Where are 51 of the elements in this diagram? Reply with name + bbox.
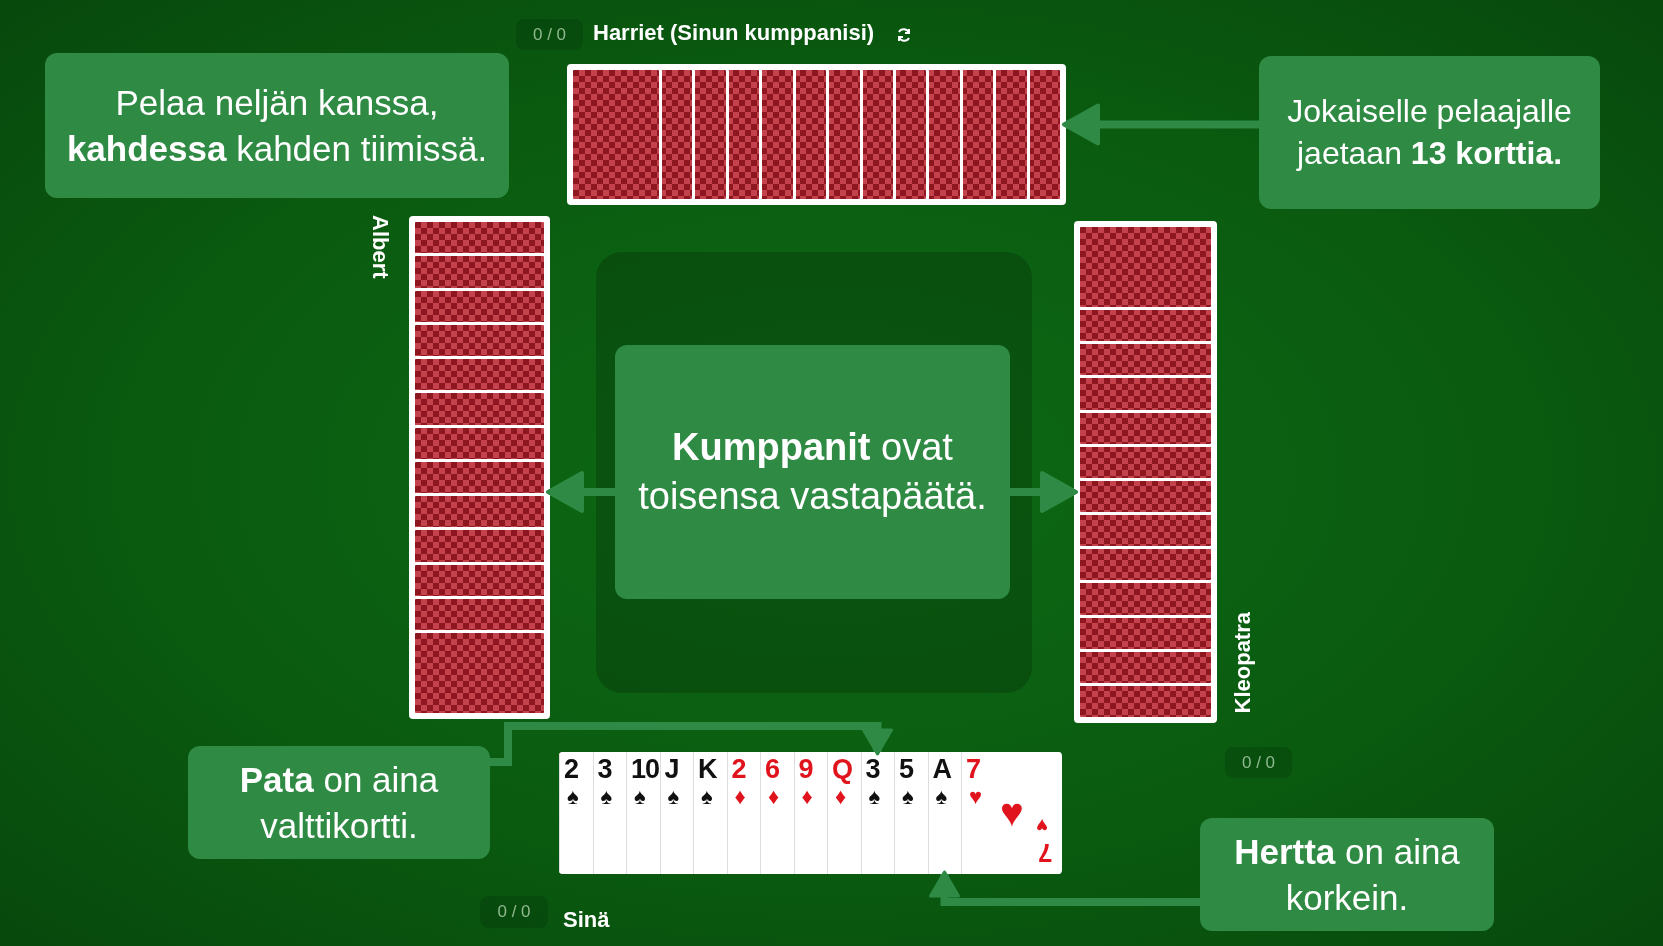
suit-symbol: ♠ xyxy=(600,786,613,808)
card-rank: Q xyxy=(832,756,852,783)
arrow xyxy=(929,870,1200,906)
suit-symbol: ♠ xyxy=(935,786,948,808)
callout-box: Kumppanit ovat toisensa vastapäätä. xyxy=(615,345,1010,599)
player-name: Sinä xyxy=(563,907,610,933)
arrow xyxy=(546,471,615,513)
suit-symbol: ♠ xyxy=(868,786,881,808)
card-rank: 7 xyxy=(966,756,981,783)
suit-symbol: ♠ xyxy=(667,786,680,808)
card-rank: 6 xyxy=(765,756,780,783)
arrow xyxy=(490,722,893,766)
suit-symbol: ♦ xyxy=(768,786,780,808)
playing-card xyxy=(961,752,1061,874)
card-rank: 3 xyxy=(865,756,880,783)
callout-box: Jokaiselle pelaajalle jaetaan 13 korttia. xyxy=(1259,56,1600,209)
suit-symbol: ♠ xyxy=(902,786,914,808)
card-rank: A xyxy=(932,756,951,783)
suit-symbol: ♥ xyxy=(969,786,983,808)
arrow xyxy=(1010,471,1078,513)
suit-symbol: ♥ xyxy=(1000,792,1024,832)
player-name: Harriet (Sinun kumppanisi) xyxy=(593,20,875,46)
callout-box: Pelaa neljän kanssa, kahdessa kahden tiimissä. xyxy=(45,53,509,198)
suit-symbol: ♦ xyxy=(835,786,847,808)
card-hand-drawing xyxy=(1074,221,1217,723)
suit-symbol: ♥ xyxy=(1036,816,1048,836)
suit-symbol: ♠ xyxy=(701,786,713,808)
card-rank: J xyxy=(664,756,679,783)
card-rank: 10 xyxy=(631,756,660,783)
card-rank: 3 xyxy=(597,756,612,783)
card-rank: 9 xyxy=(798,756,813,783)
suit-symbol: ♠ xyxy=(634,786,646,808)
callout-box: Hertta on aina korkein. xyxy=(1200,818,1494,931)
card-rank: 7 xyxy=(1038,840,1053,866)
card-hand-drawing xyxy=(409,216,550,719)
card-rank: 2 xyxy=(731,756,746,783)
card-rank: K xyxy=(698,756,717,783)
player-name: Albert xyxy=(367,215,393,279)
suit-symbol: ♦ xyxy=(734,786,746,808)
playing-card xyxy=(626,752,660,874)
score-badge: 0 / 0 xyxy=(516,19,583,50)
card-rank: 2 xyxy=(564,756,579,783)
callout-box: Pata on aina valttikortti. xyxy=(188,746,490,859)
card-hand-drawing xyxy=(567,64,1066,205)
suit-symbol: ♦ xyxy=(801,786,813,808)
score-badge: 0 / 0 xyxy=(480,896,548,928)
arrow xyxy=(1062,103,1259,146)
player-name: Kleopatra xyxy=(1230,612,1256,714)
suit-symbol: ♠ xyxy=(567,786,579,808)
card-rank: 5 xyxy=(899,756,914,783)
score-badge: 0 / 0 xyxy=(1225,747,1292,778)
